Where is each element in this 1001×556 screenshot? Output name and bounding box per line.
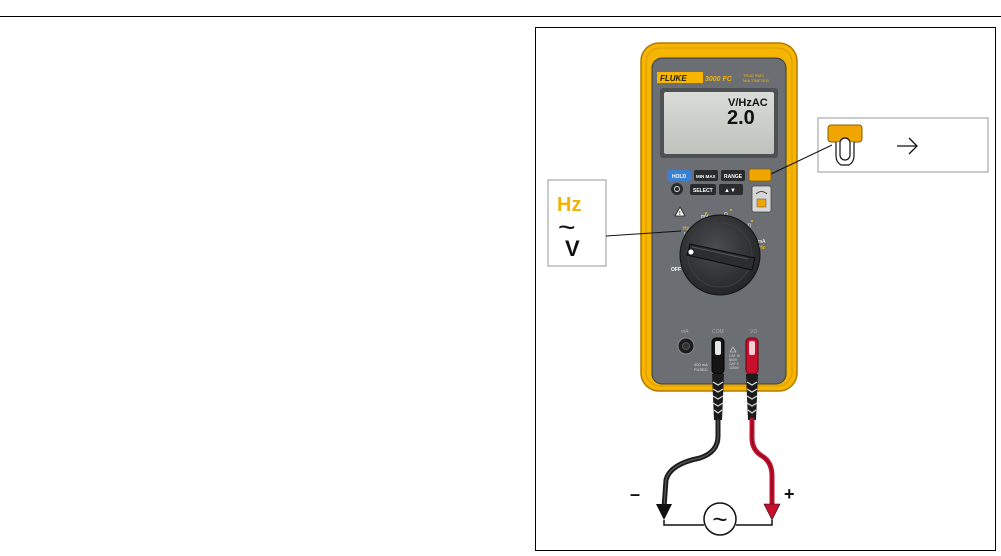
backlight-button[interactable] [671, 183, 683, 195]
ma-jack-label: mA [681, 329, 689, 335]
callout-v-label: V [565, 236, 580, 261]
svg-text:SELECT: SELECT [693, 188, 713, 194]
negative-sign: – [630, 484, 640, 504]
com-jack-label: COM [712, 329, 724, 335]
positive-arrowhead [764, 504, 780, 520]
dial-indicator [688, 249, 694, 255]
fused-rating-2: FUSED [694, 367, 708, 372]
model-subtitle-2: MULTIMETER [743, 78, 769, 83]
negative-arrowhead [656, 504, 672, 520]
positive-sign: + [784, 484, 795, 504]
svg-text:1000V: 1000V [729, 366, 740, 370]
svg-text:~: ~ [712, 504, 727, 534]
brand-text: FLUKE [660, 74, 687, 83]
svg-text:HOLD: HOLD [672, 174, 687, 180]
svg-text:▲▼: ▲▼ [724, 188, 736, 194]
svg-text:MIN MAX: MIN MAX [696, 174, 716, 179]
vohm-jack-label: VΩ [750, 329, 757, 335]
wireless-button[interactable] [749, 169, 771, 181]
model-text: 3000 FC [705, 76, 733, 83]
dial-off-label: OFF [671, 267, 681, 273]
display-value: 2.0 [727, 107, 755, 129]
svg-text:RANGE: RANGE [724, 174, 743, 180]
